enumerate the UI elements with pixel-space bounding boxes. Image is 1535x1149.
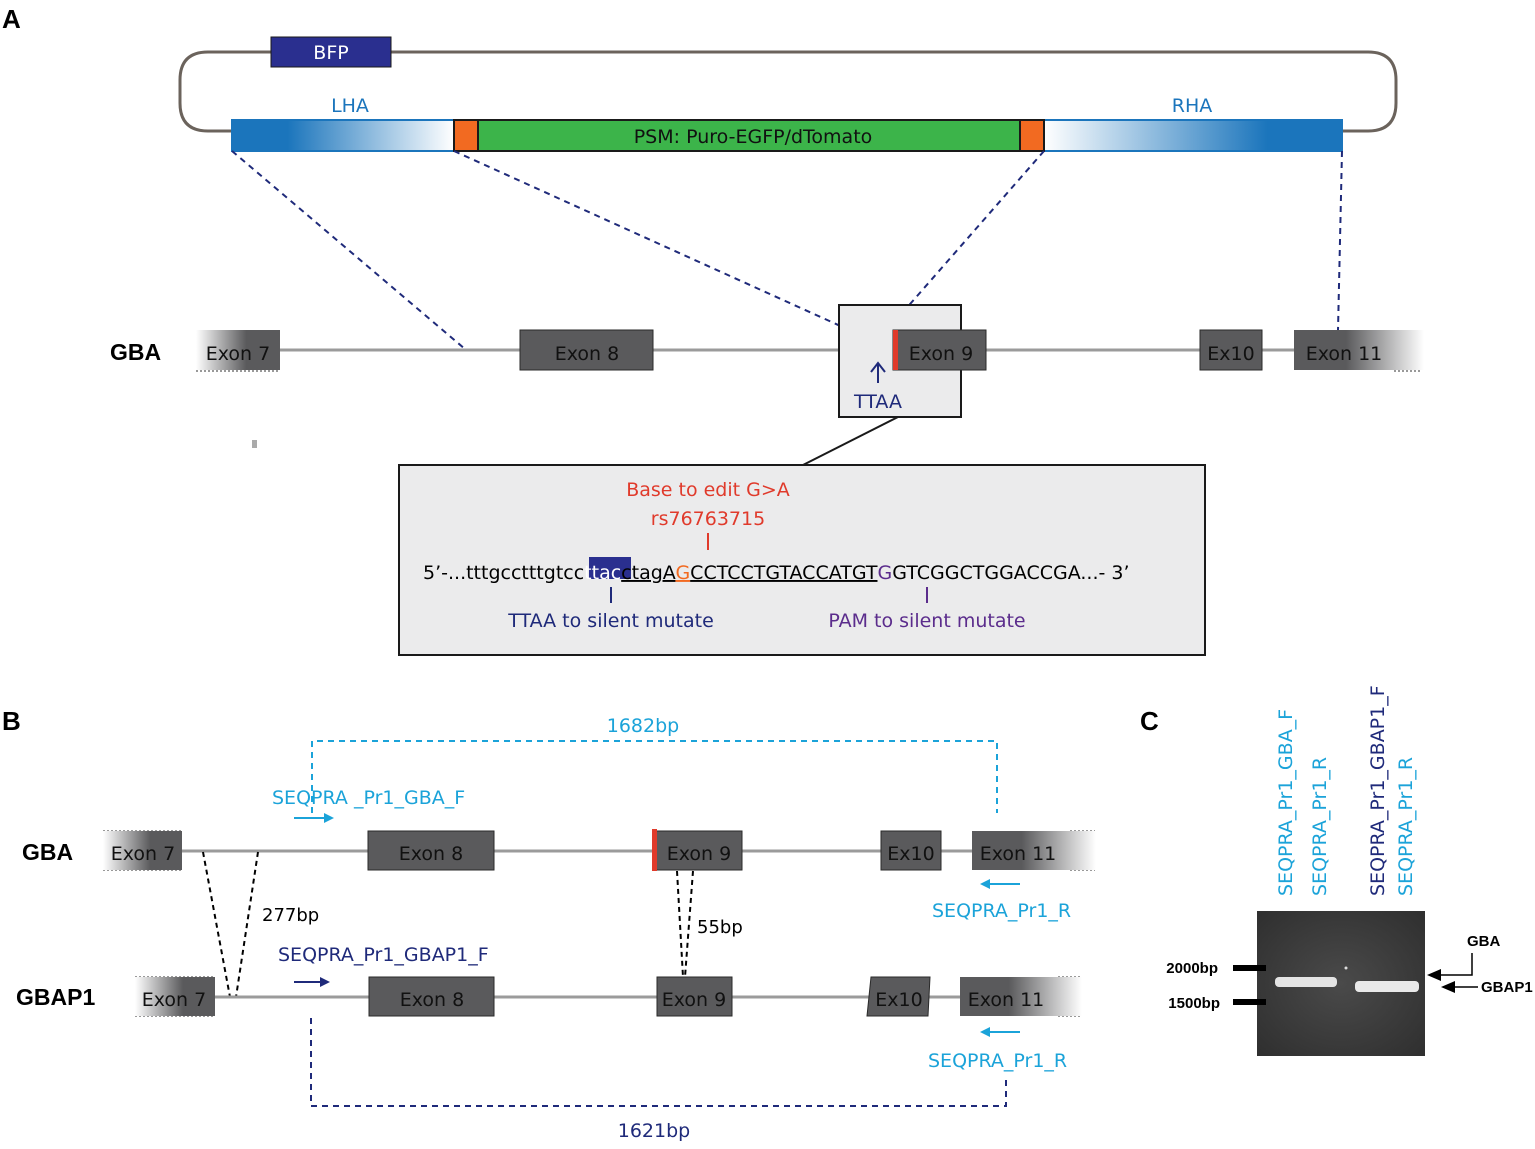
svg-text:Exon 9: Exon 9 (909, 343, 973, 365)
gba-exon-11-a: Exon 11 (1294, 330, 1424, 370)
gba-reverse-primer-arrow (980, 879, 1020, 889)
gba-exon-10-a: Ex10 (1199, 329, 1263, 371)
gba-band-label: GBA (1467, 933, 1501, 950)
seq-suffix: GTCGGCTGGACCGA...- 3’ (892, 562, 1129, 584)
gba-forward-primer-label: SEQPRA _Pr1_GBA_F (272, 787, 465, 809)
edit-site-marker-a (893, 330, 898, 370)
itr-right (1019, 119, 1045, 152)
inset-connector (802, 416, 899, 466)
lane-label-1: SEQPRA_Pr1_GBA_F (1275, 709, 1297, 896)
svg-text:Exon 9: Exon 9 (662, 989, 726, 1011)
gbap1-exon-7: Exon 7 (135, 977, 215, 1016)
gba-forward-primer-arrow (294, 813, 334, 823)
gbap1-reverse-primer-label: SEQPRA_Pr1_R (928, 1050, 1067, 1072)
lane-label-2: SEQPRA_Pr1_R (1309, 757, 1331, 896)
ttaa-label: TTAA (853, 391, 902, 413)
ttaa-note: TTAA to silent mutate (507, 610, 714, 632)
gbap1-product-size: 1621bp (618, 1120, 690, 1142)
homology-mapping-lines (231, 150, 1343, 350)
gba-exon-7-a: Exon 7 (196, 330, 280, 370)
pam-note: PAM to silent mutate (828, 610, 1025, 632)
svg-text:Exon 7: Exon 7 (206, 343, 270, 365)
gba-exon-7-b: Exon 7 (103, 831, 182, 870)
lha-arm (231, 119, 455, 152)
svg-text:Exon 11: Exon 11 (1306, 343, 1383, 365)
gbap1-exon-8: Exon 8 (368, 976, 495, 1017)
ttac-highlight (589, 557, 631, 579)
svg-text:Ex10: Ex10 (875, 989, 922, 1011)
svg-text:Exon 7: Exon 7 (142, 989, 206, 1011)
deletion-55-label: 55bp (697, 917, 743, 938)
gba-exon-9-b: Exon 9 (652, 829, 743, 871)
rha-arm (1043, 119, 1343, 152)
gbap1-band-label: GBAP1 (1481, 979, 1533, 996)
itr-left (453, 119, 479, 152)
seq-pam-base: G (878, 562, 893, 584)
gba-reverse-primer-label: SEQPRA_Pr1_R (932, 900, 1071, 922)
panel-label-a: A (2, 4, 21, 34)
gba-exon-8-b: Exon 8 (367, 830, 495, 871)
lane-label-4: SEQPRA_Pr1_R (1395, 757, 1417, 896)
seq-mid: CCTCCTGTACCATGT (690, 562, 878, 584)
sequence-text: 5’-...tttgcctttgtccttacctagAGCCTCCTGTACC… (423, 562, 1130, 584)
panel-label-b: B (2, 706, 21, 736)
gbap1-product-bracket (310, 1018, 1007, 1107)
band-gba (1275, 977, 1337, 987)
svg-text:Exon 11: Exon 11 (968, 989, 1045, 1011)
svg-text:Exon 11: Exon 11 (980, 843, 1057, 865)
rha-label: RHA (1172, 95, 1213, 117)
psm-label: PSM: Puro-EGFP/dTomato (634, 126, 873, 148)
gba-exon-8-a: Exon 8 (519, 329, 654, 371)
svg-text:Exon 7: Exon 7 (111, 843, 175, 865)
sequence-inset (398, 464, 1206, 656)
snp-id-label: rs76763715 (651, 508, 765, 530)
svg-text:Exon 8: Exon 8 (399, 843, 463, 865)
gbap1-exon-10: Ex10 (866, 976, 931, 1017)
lane-label-3: SEQPRA_Pr1_GBAP1_F (1367, 685, 1389, 896)
marker-1500-tick (1233, 999, 1266, 1005)
svg-text:Ex10: Ex10 (1207, 343, 1254, 365)
gbap1-reverse-primer-arrow (980, 1027, 1020, 1037)
deletion-277-label: 277bp (262, 905, 319, 926)
svg-text:Ex10: Ex10 (887, 843, 934, 865)
edit-site-marker-b (652, 829, 657, 871)
panel-label-c: C (1140, 706, 1159, 736)
gbap1-band-pointer (1441, 981, 1478, 993)
svg-text:Exon 9: Exon 9 (667, 843, 731, 865)
gba-product-bracket (311, 740, 998, 813)
seq-ctag: ctagA (621, 562, 676, 584)
seq-edit-base: G (675, 562, 690, 584)
seq-prefix: 5’-...tttgcctttgtcc (423, 562, 584, 584)
gbap1-forward-primer-arrow (294, 977, 330, 987)
gba-band-pointer (1427, 953, 1473, 981)
gba-exon-9-a: Exon 9 (892, 329, 987, 371)
deletion-277-lines (202, 851, 259, 998)
svg-text:Exon 8: Exon 8 (555, 343, 619, 365)
gba-product-size: 1682bp (607, 715, 679, 737)
seq-ttac: ttac (584, 562, 621, 584)
band-gbap1 (1355, 981, 1419, 992)
gbap1-gene-label: GBAP1 (16, 984, 95, 1010)
plasmid-backbone (178, 50, 1398, 133)
gbap1-exon-9: Exon 9 (656, 976, 733, 1017)
base-edit-label: Base to edit G>A (626, 479, 790, 501)
marker-2000-label: 2000bp (1166, 960, 1218, 977)
lha-label: LHA (331, 95, 369, 117)
gbap1-exon-11: Exon 11 (960, 977, 1082, 1016)
gba-gene-label-a: GBA (110, 339, 161, 365)
bfp-label: BFP (313, 42, 348, 64)
marker-2000-tick (1233, 965, 1266, 971)
bfp-cassette: BFP (270, 36, 392, 68)
gbap1-forward-primer-label: SEQPRA_Pr1_GBAP1_F (278, 944, 489, 966)
gba-exon-10-b: Ex10 (880, 830, 942, 871)
gba-exon-11-b: Exon 11 (972, 831, 1096, 870)
gba-gene-label-b: GBA (22, 839, 73, 865)
psm-box (477, 119, 1021, 152)
svg-text:Exon 8: Exon 8 (400, 989, 464, 1011)
psm-cassette: PSM: Puro-EGFP/dTomato (453, 119, 1045, 152)
ttaa-arrow (870, 361, 886, 383)
deletion-55-lines (676, 870, 694, 978)
marker-1500-label: 1500bp (1168, 995, 1220, 1012)
